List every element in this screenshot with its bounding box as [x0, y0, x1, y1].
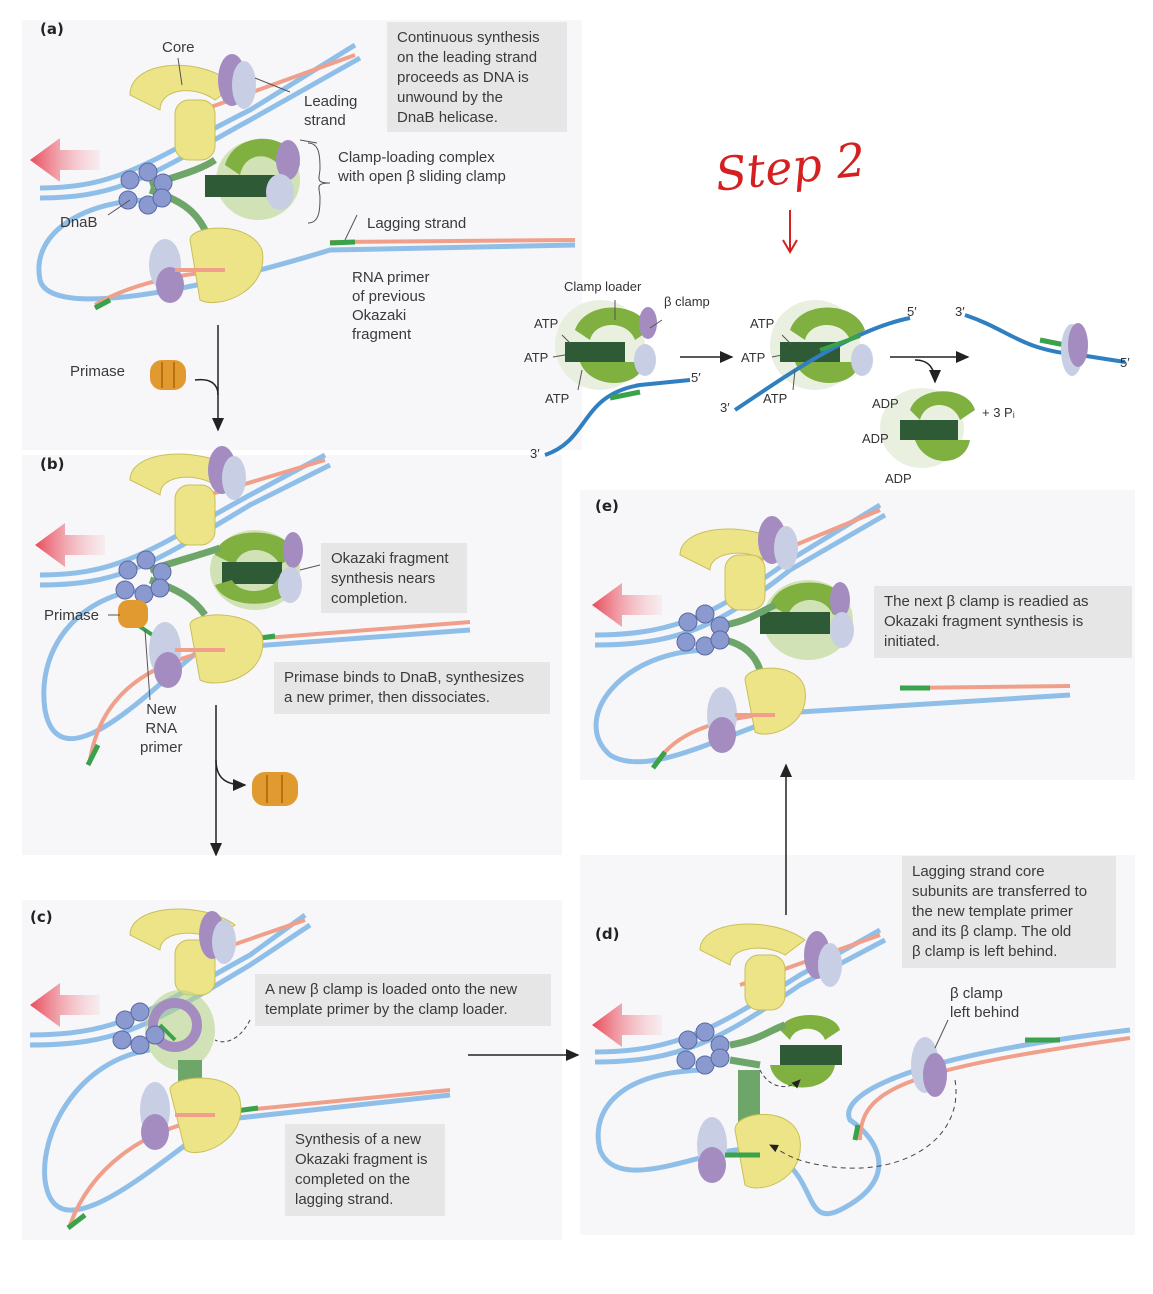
panel-e-graphic [592, 502, 1071, 770]
primase-binds-box: Primase binds to DnaB, synthesizes a new… [274, 662, 550, 714]
box-line: Synthesis of a new [295, 1131, 421, 1148]
core-label: Core [162, 39, 195, 56]
five-prime-label: 5′ [907, 304, 917, 319]
panel-b-graphic [35, 446, 471, 857]
box-line: the new template primer [912, 903, 1073, 920]
box-line: β clamp is left behind. [912, 943, 1058, 960]
box-line: A new β clamp is loaded onto the new [265, 981, 518, 998]
atp-label: ATP [534, 316, 559, 331]
clamp-left-line: left behind [950, 1004, 1020, 1021]
clamp-loading-line: Clamp-loading complex [338, 149, 495, 166]
box-line: Lagging strand core [912, 863, 1045, 880]
box-line: proceeds as DNA is [397, 69, 529, 86]
atp-label: ATP [763, 391, 788, 406]
phosphate-label: + 3 Pᵢ [982, 405, 1015, 420]
adp-label: ADP [872, 396, 899, 411]
rna-primer-label: RNA primer of previous Okazaki fragment [352, 268, 430, 344]
atp-label: ATP [524, 350, 549, 365]
three-prime-label: 3′ [955, 304, 965, 319]
panel-label-a: (a) [40, 20, 64, 38]
three-prime-label: 3′ [530, 446, 540, 461]
beta-clamp-label: β clamp [664, 294, 710, 309]
fork-arrow-a [30, 138, 100, 182]
box-line: Okazaki fragment synthesis is [884, 613, 1084, 630]
five-prime-label: 5′ [1120, 355, 1130, 370]
box-line: completion. [331, 590, 408, 607]
rna-primer-line: Okazaki [352, 307, 407, 324]
rna-primer-line: fragment [352, 326, 412, 343]
panel-label-b: (b) [40, 455, 65, 473]
adp-label: ADP [862, 431, 889, 446]
primase-label-b: Primase [44, 607, 100, 624]
box-line: template primer by the clamp loader. [265, 1001, 508, 1018]
rna-primer-line: of previous [352, 288, 426, 305]
leading-strand-line: Leading [304, 93, 358, 110]
box-line: Primase binds to DnaB, synthesizes [284, 669, 525, 686]
synthesis-completed-box: Synthesis of a new Okazaki fragment is c… [285, 1124, 445, 1216]
rna-primer-line: RNA primer [352, 269, 430, 286]
atp-label: ATP [741, 350, 766, 365]
core-transfer-box: Lagging strand core subunits are transfe… [902, 856, 1116, 968]
okazaki-nears-box: Okazaki fragment synthesis nears complet… [321, 543, 467, 613]
box-line: a new primer, then dissociates. [284, 689, 490, 706]
panel-label-c: (c) [30, 908, 53, 926]
three-prime-label: 3′ [720, 400, 730, 415]
box-line: lagging strand. [295, 1191, 394, 1208]
atp-label: ATP [750, 316, 775, 331]
leading-strand-label: Leading strand [304, 92, 357, 130]
clamp-loading-line: with open β sliding clamp [338, 168, 506, 185]
box-line: synthesis nears [331, 570, 436, 587]
panel-a-graphic [30, 42, 576, 432]
next-clamp-box: The next β clamp is readied as Okazaki f… [874, 586, 1132, 658]
panel-label-d: (d) [595, 925, 620, 943]
clamp-loader-label: Clamp loader [564, 279, 642, 294]
clamp-loading-label: Clamp-loading complex with open β slidin… [338, 148, 506, 186]
panel-d-graphic [592, 763, 1131, 1217]
box-line: and its β clamp. The old [912, 923, 1072, 940]
box-line: subunits are transferred to [912, 883, 1088, 900]
atp-label: ATP [545, 391, 570, 406]
box-line: unwound by the [397, 89, 503, 106]
new-rna-primer-line: New [146, 701, 177, 718]
primase-label-a: Primase [70, 363, 126, 380]
new-rna-primer-line: primer [140, 739, 183, 756]
box-line: Okazaki fragment [331, 550, 449, 567]
box-line: on the leading strand [397, 49, 538, 66]
clamp-left-line: β clamp [950, 985, 1003, 1002]
continuous-synthesis-box: Continuous synthesis on the leading stra… [387, 22, 567, 132]
box-line: DnaB helicase. [397, 109, 498, 126]
clamp-left-behind-label: β clamp left behind [950, 984, 1019, 1022]
box-line: Continuous synthesis [397, 29, 540, 46]
new-rna-primer-label: New RNA primer [140, 700, 183, 757]
primase-a [150, 360, 186, 390]
new-rna-primer-line: RNA [145, 720, 178, 737]
box-line: initiated. [884, 633, 940, 650]
inset-clamp-loading [544, 210, 1126, 468]
lagging-strand-label: Lagging strand [367, 215, 467, 232]
adp-label: ADP [885, 471, 912, 486]
five-prime-label: 5′ [691, 370, 701, 385]
leading-strand-line: strand [304, 112, 346, 129]
primase-b [252, 772, 298, 806]
dnab-label: DnaB [60, 214, 98, 231]
box-line: Okazaki fragment is [295, 1151, 428, 1168]
panel-label-e: (e) [595, 497, 619, 515]
new-clamp-box: A new β clamp is loaded onto the new tem… [255, 974, 551, 1026]
box-line: completed on the [295, 1171, 411, 1188]
panel-c-graphic [29, 908, 580, 1230]
box-line: The next β clamp is readied as [884, 593, 1089, 610]
